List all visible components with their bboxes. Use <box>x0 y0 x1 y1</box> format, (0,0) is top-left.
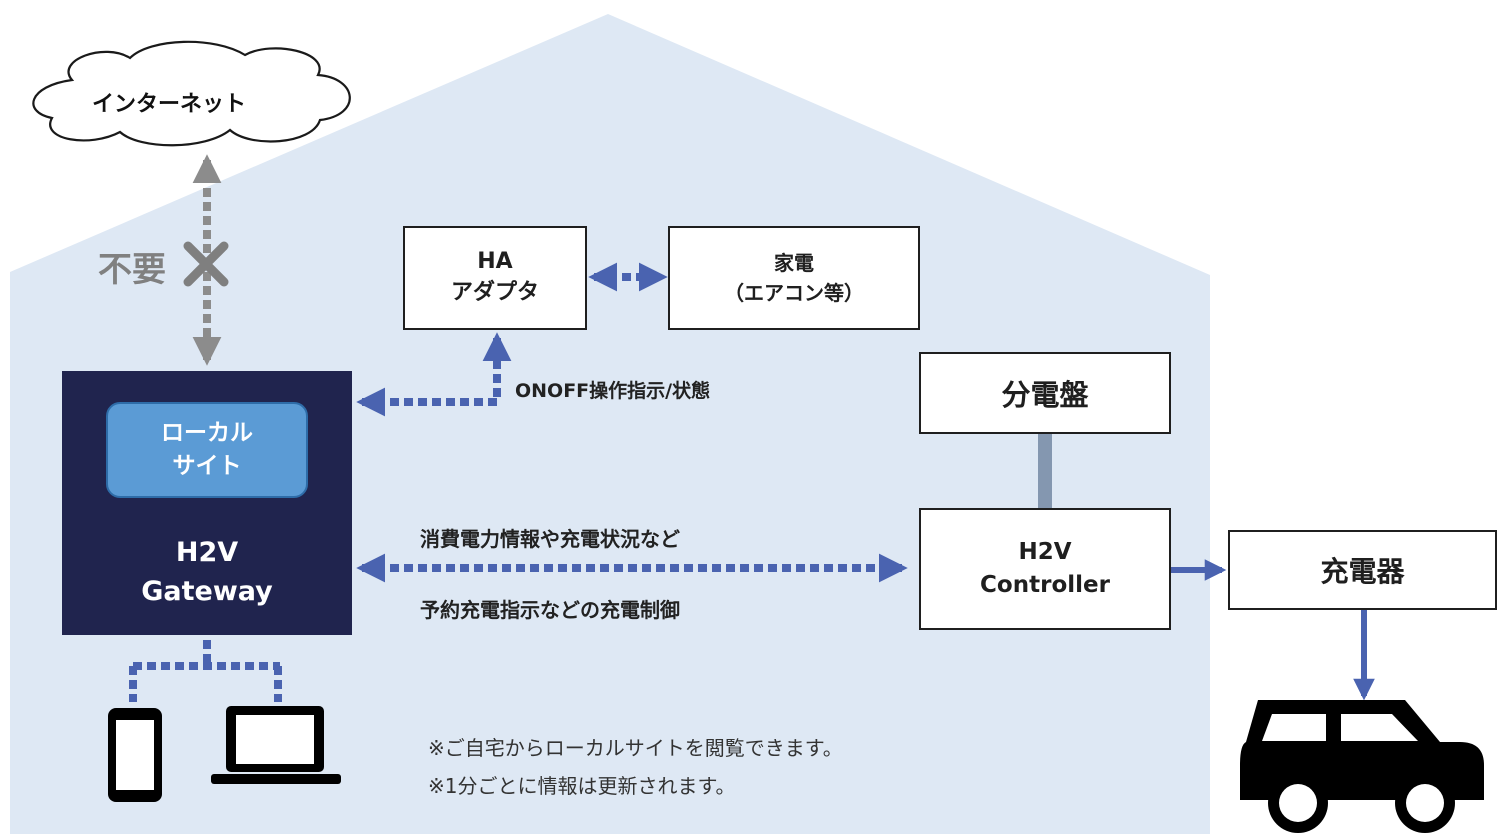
ha-adapter-label-1: HA <box>477 249 513 275</box>
charger-label: 充電器 <box>1320 555 1405 588</box>
local-site-label-1: ローカル <box>161 419 253 446</box>
gateway-title-2: Gateway <box>141 576 273 608</box>
smartphone-icon <box>108 708 162 802</box>
controller-box: H2V Controller <box>919 508 1171 630</box>
flow-label-top: 消費電力情報や充電状況など <box>420 527 680 551</box>
controller-label-1: H2V <box>1018 538 1072 565</box>
distribution-panel-box: 分電盤 <box>919 352 1171 434</box>
gateway-title-1: H2V <box>175 537 239 568</box>
laptop-icon <box>211 706 341 784</box>
onoff-arrow <box>356 332 512 417</box>
panel-connector <box>1038 434 1052 508</box>
car-icon <box>1240 700 1484 833</box>
appliance-label-2: （エアコン等） <box>724 281 864 305</box>
local-site-label-2: サイト <box>172 453 242 479</box>
not-needed-label: 不要 <box>98 250 166 290</box>
gateway-title: H2V Gateway <box>62 533 352 611</box>
flow-label-bottom: 予約充電指示などの充電制御 <box>420 598 680 622</box>
appliance-box: 家電 （エアコン等） <box>668 226 920 330</box>
charger-box: 充電器 <box>1228 530 1497 610</box>
ha-adapter-box: HA アダプタ <box>403 226 587 330</box>
note-1: ※ご自宅からローカルサイトを閲覧できます。 <box>428 736 843 760</box>
device-branch <box>129 640 282 702</box>
internet-label: インターネット <box>92 92 247 117</box>
onoff-label: ONOFF操作指示/状態 <box>515 380 711 402</box>
blocked-x-icon <box>183 241 229 287</box>
note-2: ※1分ごとに情報は更新されます。 <box>428 774 736 798</box>
controller-label-2: Controller <box>980 572 1110 598</box>
local-site-button[interactable]: ローカル サイト <box>106 402 308 498</box>
cloud-shape <box>32 40 351 147</box>
gateway-box: ローカル サイト H2V Gateway <box>62 371 352 635</box>
distribution-panel-label: 分電盤 <box>1001 378 1089 412</box>
ha-adapter-label-2: アダプタ <box>450 280 539 305</box>
appliance-label-1: 家電 <box>774 251 814 275</box>
